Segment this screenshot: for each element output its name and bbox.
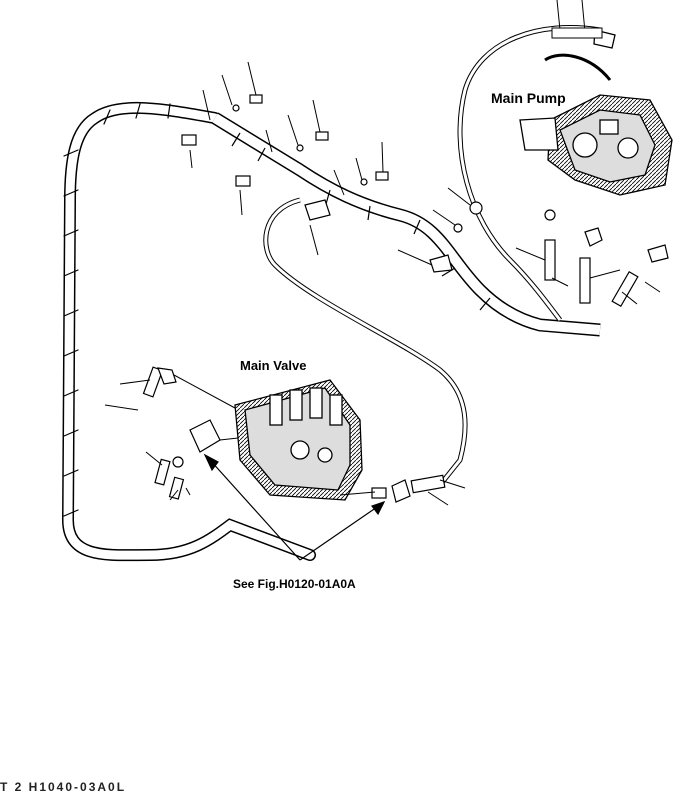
- top-hose-lines: [551, 0, 603, 39]
- valve-fittings: [142, 366, 446, 503]
- pump-fittings: [544, 209, 669, 308]
- main-hose-loop: [61, 101, 316, 562]
- main-valve: [234, 379, 363, 501]
- main-pump: [519, 29, 673, 196]
- upper-hose-bundle: [211, 112, 601, 337]
- reference-arrows: [203, 453, 386, 561]
- leader-lines: [104, 61, 661, 506]
- main-pump-label: Main Pump: [491, 90, 566, 106]
- pump-to-valve-hose: [263, 25, 601, 487]
- footer-code: T 2 H1040-03A0L: [0, 780, 127, 794]
- figure-reference-label: See Fig.H0120-01A0A: [233, 577, 356, 591]
- clamp-hardware: [181, 94, 483, 273]
- main-valve-label: Main Valve: [240, 358, 307, 373]
